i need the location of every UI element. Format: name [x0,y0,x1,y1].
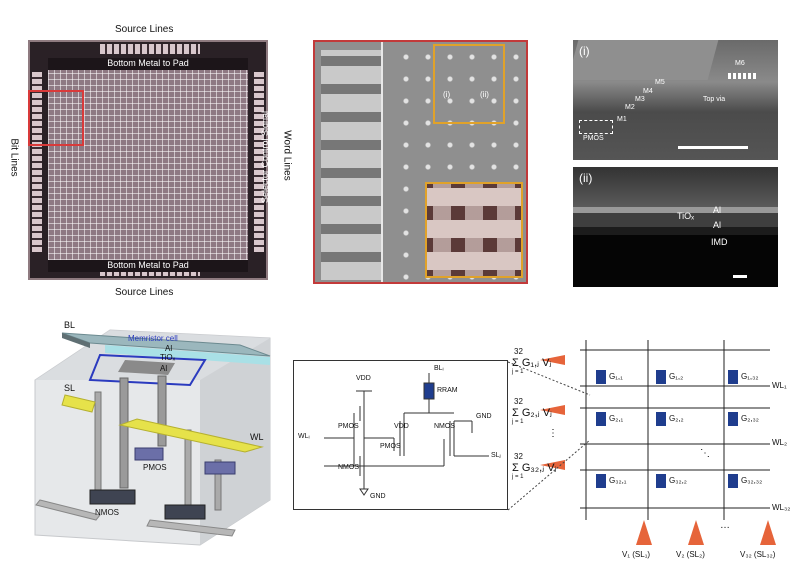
tem-i-tag: (i) [579,44,590,58]
horizontal-dots: … [720,520,730,531]
scale-bar-ii [733,275,747,278]
wordline-label-32: WL₃₂ [772,503,791,512]
sl-circuit-label: SLⱼ [491,452,501,459]
wl-circuit-label: WLᵢ [298,433,310,440]
tiox-3d-label: TiOₓ [160,353,176,362]
word-lines-label: Word Lines [281,130,293,181]
bit-lines-label: Bit Lines [8,138,20,177]
rram-label: RRAM [437,387,458,394]
bottom-metal-bottom-band: Bottom Metal to Pad [48,260,248,272]
voltage-label-2: V₂ (SL₂) [676,550,705,559]
cell-block-32-1 [596,474,606,488]
gnd-bottom-label: GND [370,493,386,500]
cell-block-1-2 [656,370,666,384]
nmos-right-label: NMOS [434,423,455,430]
sem-inset [425,182,523,278]
voltage-label-1: V₁ (SL₁) [622,550,651,559]
voltage-label-32: V₃₂ (SL₃₂) [740,550,776,559]
pmos-3d-label: PMOS [143,463,167,472]
cell-label-1-32: G₁,₃₂ [741,372,759,381]
cell-label-2-1: G₂,₁ [609,414,624,423]
selector-control-label: Selector Control Signal [260,110,270,204]
label-pmos-tem: PMOS [583,135,604,142]
layer-m5: M5 [655,79,665,86]
sum-upper-2: 32 [514,397,523,406]
sum-label-1: Σ G₁,ⱼ Vⱼ [512,357,552,369]
cell-block-2-1 [596,412,606,426]
label-tiox: TiOₓ [677,211,695,221]
al-top-3d-label: Al [165,344,173,353]
memristor-cell-label: Memristor cell [128,334,178,343]
sum-label-2: Σ G₂,ⱼ Vⱼ [512,407,552,419]
vertical-dots-left: ⋮ [548,428,558,439]
zoom-region-box [28,90,84,146]
sum-lower-32: j = 1 [512,474,524,480]
tem-image-i: (i) M6 M5 M4 M3 M2 M1 Top via PMOS [573,40,778,160]
sum-lower-1: j = 1 [512,369,524,375]
layer-m6: M6 [735,60,745,67]
zoom-box-yellow [433,44,505,124]
vdd-left-label: VDD [356,375,371,382]
label-al-top: Al [713,205,722,215]
layer-m2: M2 [625,104,635,111]
cell-block-1-32 [728,370,738,384]
cell-label-32-2: G₃₂,₂ [669,476,687,485]
layer-m4: M4 [643,88,653,95]
source-lines-bottom-label: Source Lines [115,287,174,298]
cell-block-32-2 [656,474,666,488]
label-imd: IMD [711,237,728,247]
sum-lower-2: j = 1 [512,419,524,425]
nmos-3d-label: NMOS [95,508,119,517]
sl-3d-label: SL [64,383,76,393]
sum-upper-32: 32 [514,452,523,461]
tem-ii-tag: (ii) [579,171,593,185]
cell-label-1-1: G₁,₁ [609,372,623,381]
wordline-label-2: WL₂ [772,438,788,447]
sem-image: (i) (ii) [313,40,528,284]
layer-m3: M3 [635,96,645,103]
vdd-right-label: VDD [394,423,409,430]
tem-image-ii: (ii) Al TiOₓ Al IMD [573,167,778,287]
al-bot-3d-label: Al [160,364,168,373]
bl-circuit-label: BLᵢ [434,365,444,372]
wordline-label-1: WL₁ [772,381,787,390]
circuit-schematic: VDD VDD BLᵢ RRAM PMOS PMOS NMOS NMOS GND… [293,360,508,510]
cell-label-2-32: G₂,₃₂ [741,414,759,423]
sum-upper-1: 32 [514,347,523,356]
crossbar-array-region [48,70,248,260]
pmos-left-label: PMOS [338,423,359,430]
chip-photo: Bottom Metal to Pad Bottom Metal to Pad … [28,40,270,280]
cell-block-32-32 [728,474,738,488]
cell-label-1-2: G₁,₂ [669,372,684,381]
cell-label-2-2: G₂,₂ [669,414,684,423]
diagonal-dots: ⋱ [700,448,710,459]
marker-ii: (ii) [480,90,489,99]
layer-m1: M1 [617,116,627,123]
wl-3d-label: WL [250,432,264,442]
sum-label-32: Σ G₃₂,ⱼ Vⱼ [512,462,557,474]
cell-block-2-2 [656,412,666,426]
bl-3d-label: BL [64,320,76,330]
cell-block-2-32 [728,412,738,426]
circuit-svg [324,373,489,496]
cell-label-32-1: G₃₂,₁ [609,476,627,485]
source-lines-top-label: Source Lines [115,24,174,35]
gnd-right-label: GND [476,413,492,420]
cell-label-32-32: G₃₂,₃₂ [741,476,763,485]
label-al-bottom: Al [713,220,722,230]
cell-block-1-1 [596,370,606,384]
pmos-right-label: PMOS [380,443,401,450]
marker-i: (i) [443,90,451,99]
nmos-left-label: NMOS [338,464,359,471]
bottom-metal-top-band: Bottom Metal to Pad [48,58,248,70]
label-top-via: Top via [703,96,726,103]
scale-bar-i [678,146,748,149]
